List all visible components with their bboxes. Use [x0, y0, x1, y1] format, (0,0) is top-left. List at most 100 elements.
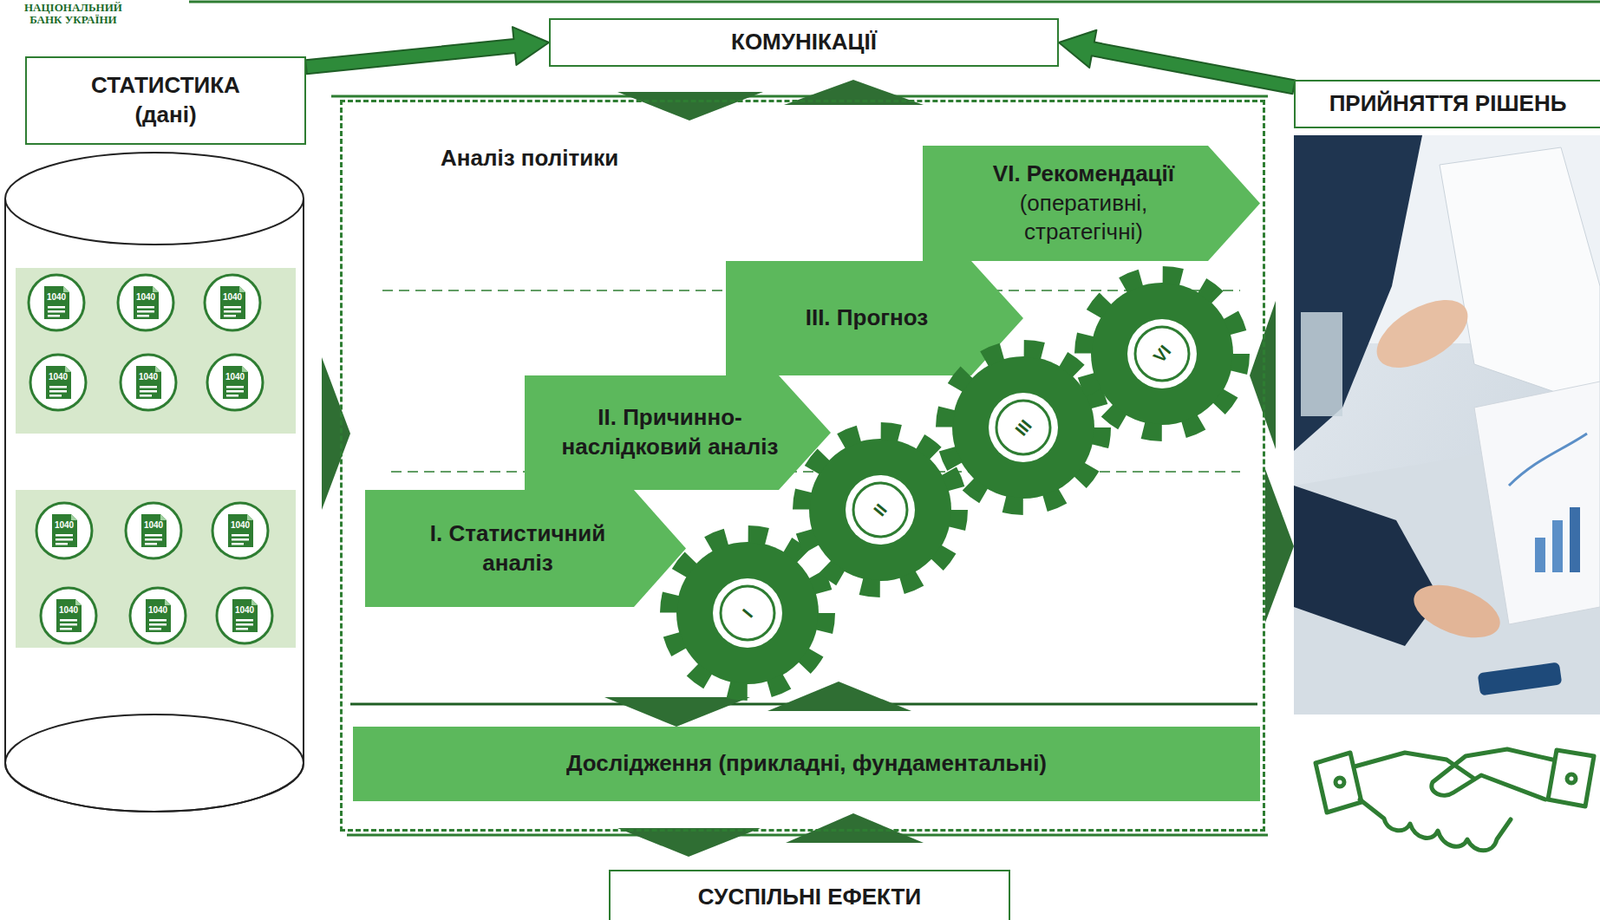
node-content: Дослідження (прикладні, фундаментальні): [352, 726, 1261, 802]
effects-box: СУСПІЛЬНІ ЕФЕКТИ: [608, 869, 1011, 920]
cuff: [1315, 752, 1362, 813]
node-content: II. Причинно-наслідковий аналіз: [535, 375, 805, 490]
communication-box: КОМУНІКАЦІЇ: [548, 18, 1059, 67]
node-text: СУСПІЛЬНІ ЕФЕКТИ: [698, 882, 921, 913]
node-text: Дослідження (прикладні, фундаментальні): [566, 749, 1047, 779]
node-text: II. Причинно-наслідковий аналіз: [535, 403, 805, 463]
photo-paper: [1439, 147, 1600, 408]
document-icon: [216, 587, 273, 644]
node-content: III. Прогноз: [736, 261, 998, 376]
gear-body: [809, 438, 952, 582]
gear-hub: [988, 392, 1058, 463]
node-text: Аналіз політики: [440, 143, 619, 174]
node-content: I. Статистичний аналіз: [375, 489, 660, 608]
flow-arrow: [1058, 30, 1296, 95]
step-arrow-fill: [524, 375, 831, 490]
form-number: 1040: [46, 520, 82, 531]
right-chevron: [321, 357, 351, 510]
gear-ring: [996, 400, 1051, 455]
cylinder-body: [5, 198, 304, 812]
gear: [801, 431, 960, 589]
down-chevron: [604, 697, 751, 727]
hand-outline: [1431, 749, 1553, 800]
photo-glass: [1300, 312, 1343, 417]
gear-hub: [1127, 319, 1197, 389]
gear-body: [676, 542, 819, 685]
cuff-button: [1567, 774, 1576, 784]
document-icon: [207, 354, 263, 411]
down-chevron: [617, 828, 761, 857]
form-number: 1040: [51, 605, 86, 616]
photo-hand: [1406, 574, 1508, 648]
step-shape: [524, 375, 831, 490]
step-shape: [365, 489, 686, 608]
photo-chart-bar: [1569, 507, 1581, 573]
photo-chart-bar: [1534, 537, 1546, 573]
document-icon: [30, 354, 86, 411]
gear: [668, 534, 827, 693]
gear-teeth: [801, 431, 960, 589]
form-number: 1040: [140, 605, 176, 616]
form-number: 1040: [217, 372, 253, 383]
step-arrow-fill: [725, 261, 1024, 376]
flow-arrow: [305, 26, 549, 74]
form-number: 1040: [39, 292, 74, 303]
gear-teeth: [1083, 274, 1241, 433]
form-number: 1040: [130, 372, 166, 383]
document-icon: [36, 502, 92, 559]
cylinder-top: [5, 152, 304, 245]
research-bar: Дослідження (прикладні, фундаментальні): [352, 726, 1261, 802]
region-rule: [331, 95, 1268, 98]
left-chevron: [1249, 300, 1276, 450]
photo-phone: [1477, 661, 1563, 696]
right-chevron: [1265, 469, 1294, 623]
data-panel: [15, 489, 296, 648]
cylinder-bottom: [5, 714, 304, 812]
gear-ring: [853, 483, 908, 537]
node-content: VI. Рекомендації(оперативні, стратегічні…: [933, 145, 1235, 262]
node-content: СТАТИСТИКА (дані): [26, 58, 305, 144]
node-text: III. Прогноз: [805, 303, 929, 334]
node-text: VI. Рекомендації: [992, 159, 1175, 190]
photo-sleeve: [1293, 485, 1440, 647]
database-cylinder: [5, 152, 304, 812]
decision-box: ПРИЙНЯТТЯ РІШЕНЬ: [1293, 79, 1600, 129]
form-number: 1040: [136, 520, 171, 531]
cuff-button: [1335, 777, 1345, 787]
node-text: ПРИЙНЯТТЯ РІШЕНЬ: [1329, 89, 1568, 119]
data-panel: [15, 267, 296, 434]
document-icon: [204, 274, 261, 331]
form-number: 1040: [128, 292, 164, 303]
step-arrow: VI. Рекомендації(оперативні, стратегічні…: [922, 145, 1261, 262]
gear-hub: [845, 475, 915, 545]
photo-ground: [1293, 135, 1600, 715]
step-arrow: II. Причинно-наслідковий аналіз: [524, 375, 831, 490]
node-text: I. Статистичний аналіз: [404, 519, 632, 579]
gear: [1083, 274, 1241, 433]
node-text: КОМУНІКАЦІЇ: [731, 27, 877, 58]
document-icon: [120, 354, 177, 411]
up-chevron: [785, 813, 924, 843]
node-subtext: (оперативні, стратегічні): [962, 189, 1206, 249]
analysis-region: Аналіз політики I. Статистичний аналіз II.…: [339, 99, 1266, 832]
gear-hub: [712, 578, 783, 648]
gear-body: [952, 356, 1095, 499]
step-arrow-fill: [922, 145, 1261, 262]
form-number: 1040: [215, 292, 250, 303]
node-content: СУСПІЛЬНІ ЕФЕКТИ: [610, 871, 1009, 920]
hand-fingers: [1359, 799, 1511, 851]
step-arrow: I. Статистичний аналіз: [365, 489, 686, 608]
step-arrow-fill: [365, 489, 686, 608]
gear-teeth: [944, 348, 1103, 507]
node-text: СТАТИСТИКА (дані): [65, 71, 266, 131]
photo-report: [1474, 381, 1600, 625]
document-icon: [40, 587, 97, 644]
document-icon: [28, 274, 85, 331]
document-icon: [212, 502, 268, 559]
flow-chevrons: [321, 79, 1294, 857]
photo-sleeve: [1293, 135, 1423, 451]
document-icon: [130, 587, 186, 644]
document-icon: [125, 502, 182, 559]
form-number: 1040: [40, 372, 76, 383]
